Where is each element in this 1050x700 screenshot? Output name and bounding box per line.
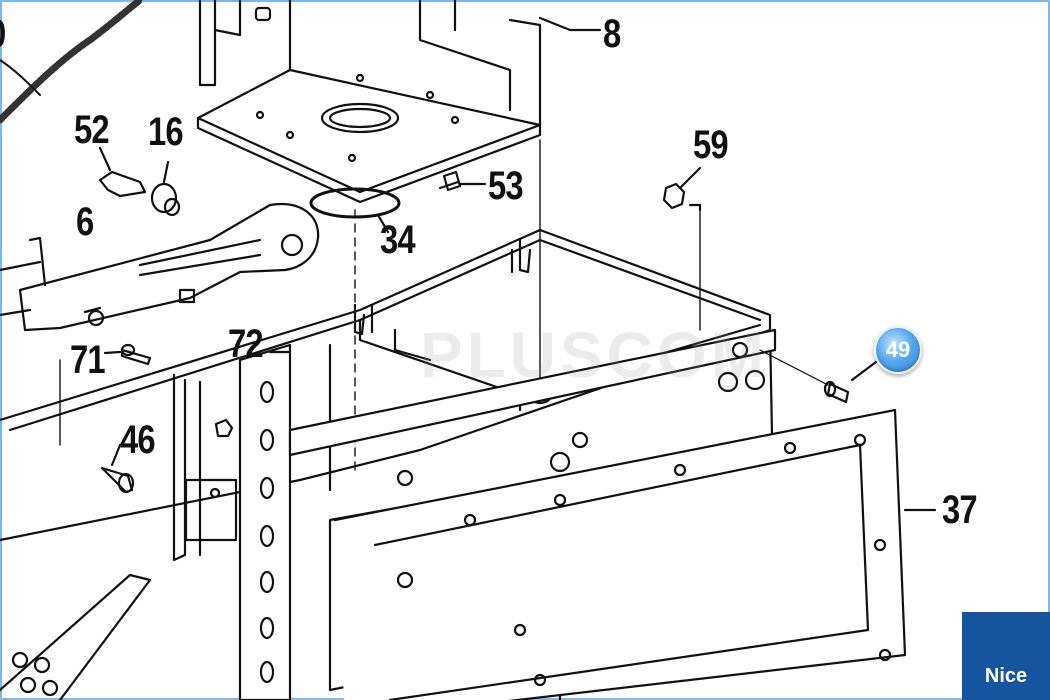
- brand-name: Nice: [984, 665, 1028, 687]
- part-label-8[interactable]: 8: [603, 12, 621, 56]
- brand-logo: Nice: [962, 612, 1050, 700]
- housing-box: [0, 228, 772, 542]
- part-label-52[interactable]: 52: [74, 108, 110, 152]
- part-label-37[interactable]: 37: [942, 488, 978, 532]
- highlighted-part-badge[interactable]: 49: [874, 326, 922, 374]
- spring-cable: [0, 0, 144, 124]
- part-label-71[interactable]: 71: [70, 338, 106, 382]
- flange-strip: [238, 343, 292, 700]
- part-label-34[interactable]: 34: [380, 218, 416, 262]
- part-label-59[interactable]: 59: [693, 123, 729, 167]
- part-label-72[interactable]: 72: [228, 322, 264, 366]
- gasket: [333, 408, 907, 700]
- part-label-6[interactable]: 6: [76, 200, 94, 244]
- lever-arm: [18, 202, 320, 332]
- part-label-53[interactable]: 53: [488, 164, 524, 208]
- part-label-46[interactable]: 46: [120, 418, 156, 462]
- part-label-0[interactable]: 0: [0, 14, 6, 54]
- part-label-16[interactable]: 16: [148, 110, 184, 154]
